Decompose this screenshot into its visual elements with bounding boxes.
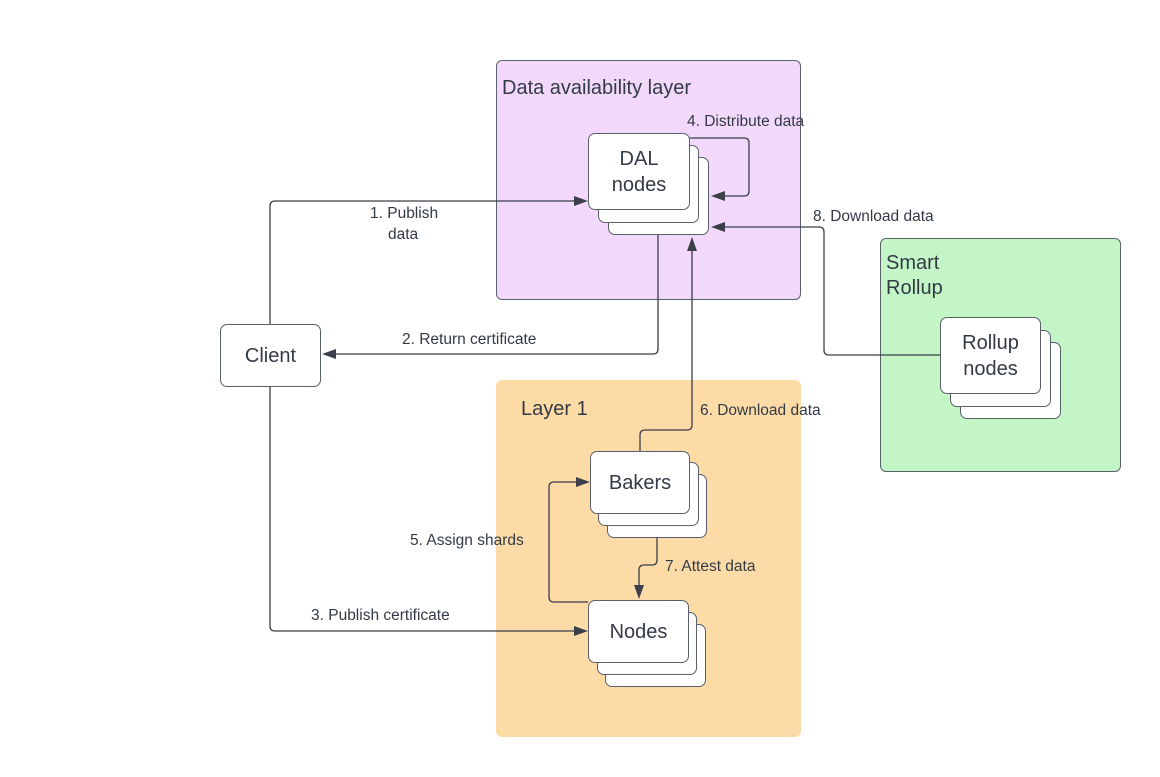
edge-label-return-certificate: 2. Return certificate: [402, 331, 537, 348]
smart-rollup-label: Smart Rollup: [886, 251, 943, 301]
arrowhead-attest-data: [634, 585, 644, 599]
edge-assign-shards-line[interactable]: [548, 481, 588, 603]
client-label: Client: [244, 344, 297, 367]
edge-label-download-data-bakers: 6. Download data: [700, 402, 821, 419]
arrowhead-publish-data: [574, 196, 588, 206]
client-node[interactable]: Client: [220, 324, 321, 387]
edge-return-certificate-line[interactable]: [334, 235, 659, 355]
smart-rollup-label-line1: Smart: [886, 252, 940, 274]
l1-nodes-card-front[interactable]: Nodes: [588, 600, 689, 663]
edge-distribute-data-line[interactable]: [690, 137, 750, 197]
rollup-nodes-card-front[interactable]: Rollup nodes: [940, 317, 1041, 394]
l1-nodes-label: Nodes: [609, 620, 668, 643]
bakers-label: Bakers: [608, 471, 672, 494]
data-availability-layer-label: Data availability layer: [502, 77, 691, 99]
edge-label-download-data-rollup: 8. Download data: [813, 208, 934, 225]
edge-download-data-bakers-line[interactable]: [639, 250, 693, 451]
rollup-nodes-label-line1: Rollup: [962, 331, 1019, 354]
arrowhead-return-certificate: [322, 349, 336, 359]
edge-label-assign-shards: 5. Assign shards: [410, 532, 524, 549]
data-availability-layer-region: Data availability layer: [496, 60, 801, 300]
arrowhead-publish-certificate: [574, 626, 588, 636]
edge-label-attest-data: 7. Attest data: [665, 558, 756, 575]
smart-rollup-label-line2: Rollup: [886, 277, 943, 299]
bakers-card-front[interactable]: Bakers: [590, 451, 690, 514]
edge-publish-certificate-line[interactable]: [269, 387, 576, 632]
dal-nodes-label-line2: nodes: [611, 173, 667, 196]
edge-label-publish-data: 1. Publish data: [370, 203, 438, 245]
arrowhead-assign-shards: [576, 477, 590, 487]
rollup-nodes-label-line2: nodes: [963, 357, 1018, 380]
arrowhead-download-data-rollup: [711, 222, 725, 232]
dal-nodes-label-line1: DAL: [619, 147, 659, 170]
edge-label-distribute-data: 4. Distribute data: [687, 113, 805, 130]
edge-label-publish-data-line2: data: [388, 226, 419, 243]
edge-label-publish-data-line1: 1. Publish: [370, 205, 439, 222]
arrowhead-download-data-bakers: [687, 237, 697, 251]
edge-attest-data-line[interactable]: [638, 538, 658, 585]
layer-1-label: Layer 1: [521, 398, 588, 420]
arrowhead-distribute-data: [711, 191, 725, 201]
edge-publish-data-line[interactable]: [269, 200, 576, 324]
edge-label-publish-certificate: 3. Publish certificate: [311, 607, 450, 624]
dal-nodes-card-front[interactable]: DAL nodes: [588, 133, 690, 210]
edge-download-data-rollup-line[interactable]: [724, 226, 940, 356]
